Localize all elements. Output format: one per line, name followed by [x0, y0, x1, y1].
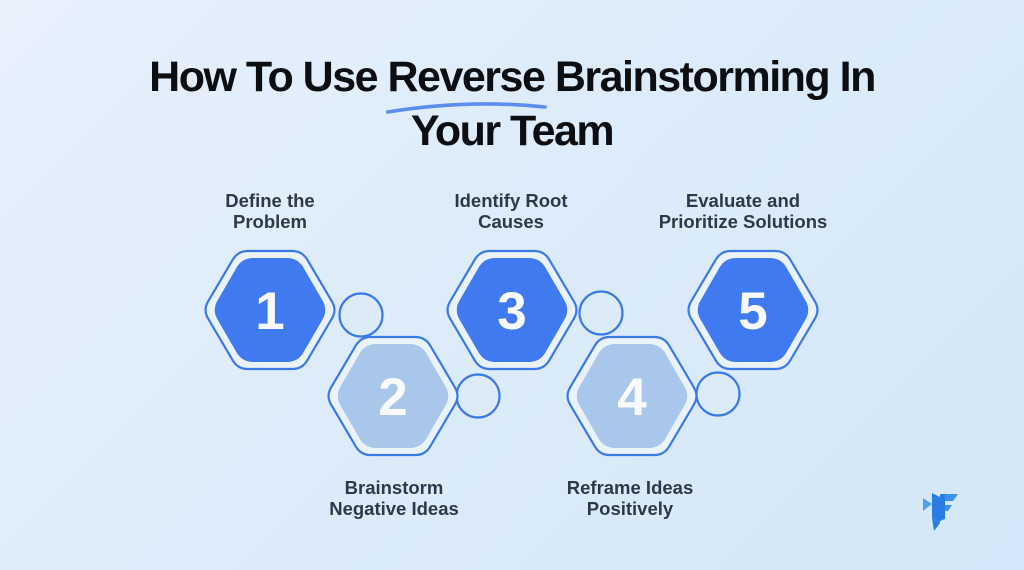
- step-label-line: Positively: [586, 498, 674, 520]
- chain-link-circle-1: [338, 292, 384, 338]
- step-label-line: Negative Ideas: [329, 498, 459, 520]
- step-number-5: 5: [738, 282, 767, 341]
- mf-brand-logo-icon: [923, 493, 958, 531]
- step-label-line: Reframe Ideas: [566, 477, 694, 498]
- chain-link-circle-4: [695, 371, 741, 417]
- title-highlight-text: Reverse: [387, 53, 546, 101]
- step-label-1: Define the Problem: [225, 190, 314, 233]
- title-part1: How To Use: [149, 53, 388, 101]
- hexagon-step-5: [697, 258, 809, 362]
- step-label-2: Brainstorm Negative Ideas: [329, 477, 459, 520]
- step-number-3: 3: [497, 282, 526, 341]
- hexagon-step-3: [456, 258, 568, 362]
- hexagon-step-1: [214, 258, 326, 362]
- chain-link-circle-2: [455, 373, 501, 419]
- step-label-line: Identify Root: [454, 190, 568, 211]
- step-number-4: 4: [617, 368, 647, 427]
- step-label-5: Evaluate and Prioritize Solutions: [659, 190, 828, 233]
- step-label-3: Identify Root Causes: [454, 190, 567, 233]
- step-number-2: 2: [378, 368, 407, 427]
- title-highlight: Reverse: [385, 50, 547, 114]
- title-line2: Your Team: [410, 107, 615, 156]
- step-label-line: Causes: [478, 211, 544, 233]
- step-label-line: Problem: [232, 211, 308, 233]
- title-part2: Brainstorming In: [544, 53, 877, 101]
- step-label-line: Define the: [225, 190, 315, 211]
- chain-link-circle-3: [578, 290, 624, 336]
- step-label-line: Brainstorm: [344, 477, 444, 498]
- step-label-line: Prioritize Solutions: [658, 211, 828, 233]
- step-label-4: Reframe Ideas Positively: [567, 477, 693, 520]
- page-title: How To Use Reverse Brainstorming In Your …: [0, 50, 1024, 158]
- step-label-line: Evaluate and: [685, 190, 801, 211]
- step-number-1: 1: [255, 282, 284, 341]
- hexagon-step-4: [576, 344, 688, 448]
- hexagon-step-2: [337, 344, 449, 448]
